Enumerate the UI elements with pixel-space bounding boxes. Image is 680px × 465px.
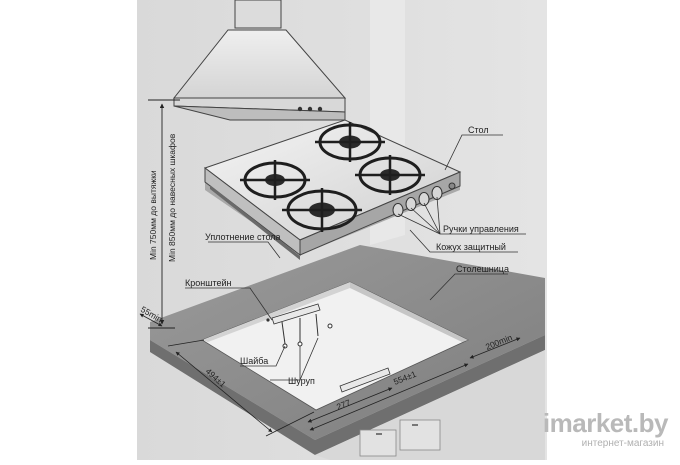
label-screw: Шуруп [288, 376, 315, 386]
label-table: Стол [468, 125, 489, 135]
plan-dimensions [139, 313, 521, 437]
control-knobs [392, 182, 456, 217]
label-seal: Уплотнение стола [205, 232, 281, 242]
label-controls: Ручки управления [443, 224, 519, 234]
label-casing: Кожух защитный [436, 242, 506, 252]
watermark-logo: imarket.by [542, 408, 669, 438]
hood-min-note: Min 750мм до вытяжки [148, 170, 158, 260]
leader-lines [185, 134, 526, 381]
watermark-subtitle: интернет-магазин [581, 438, 664, 449]
gas-hob [203, 119, 462, 260]
label-bracket: Кронштейн [185, 278, 231, 288]
label-countertop: Столешница [456, 264, 509, 274]
height-dimension [148, 99, 180, 329]
cabinet-min-note: Min 850мм до навесных шкафов [167, 133, 177, 262]
label-washer: Шайба [240, 356, 268, 366]
range-hood [172, 0, 347, 121]
